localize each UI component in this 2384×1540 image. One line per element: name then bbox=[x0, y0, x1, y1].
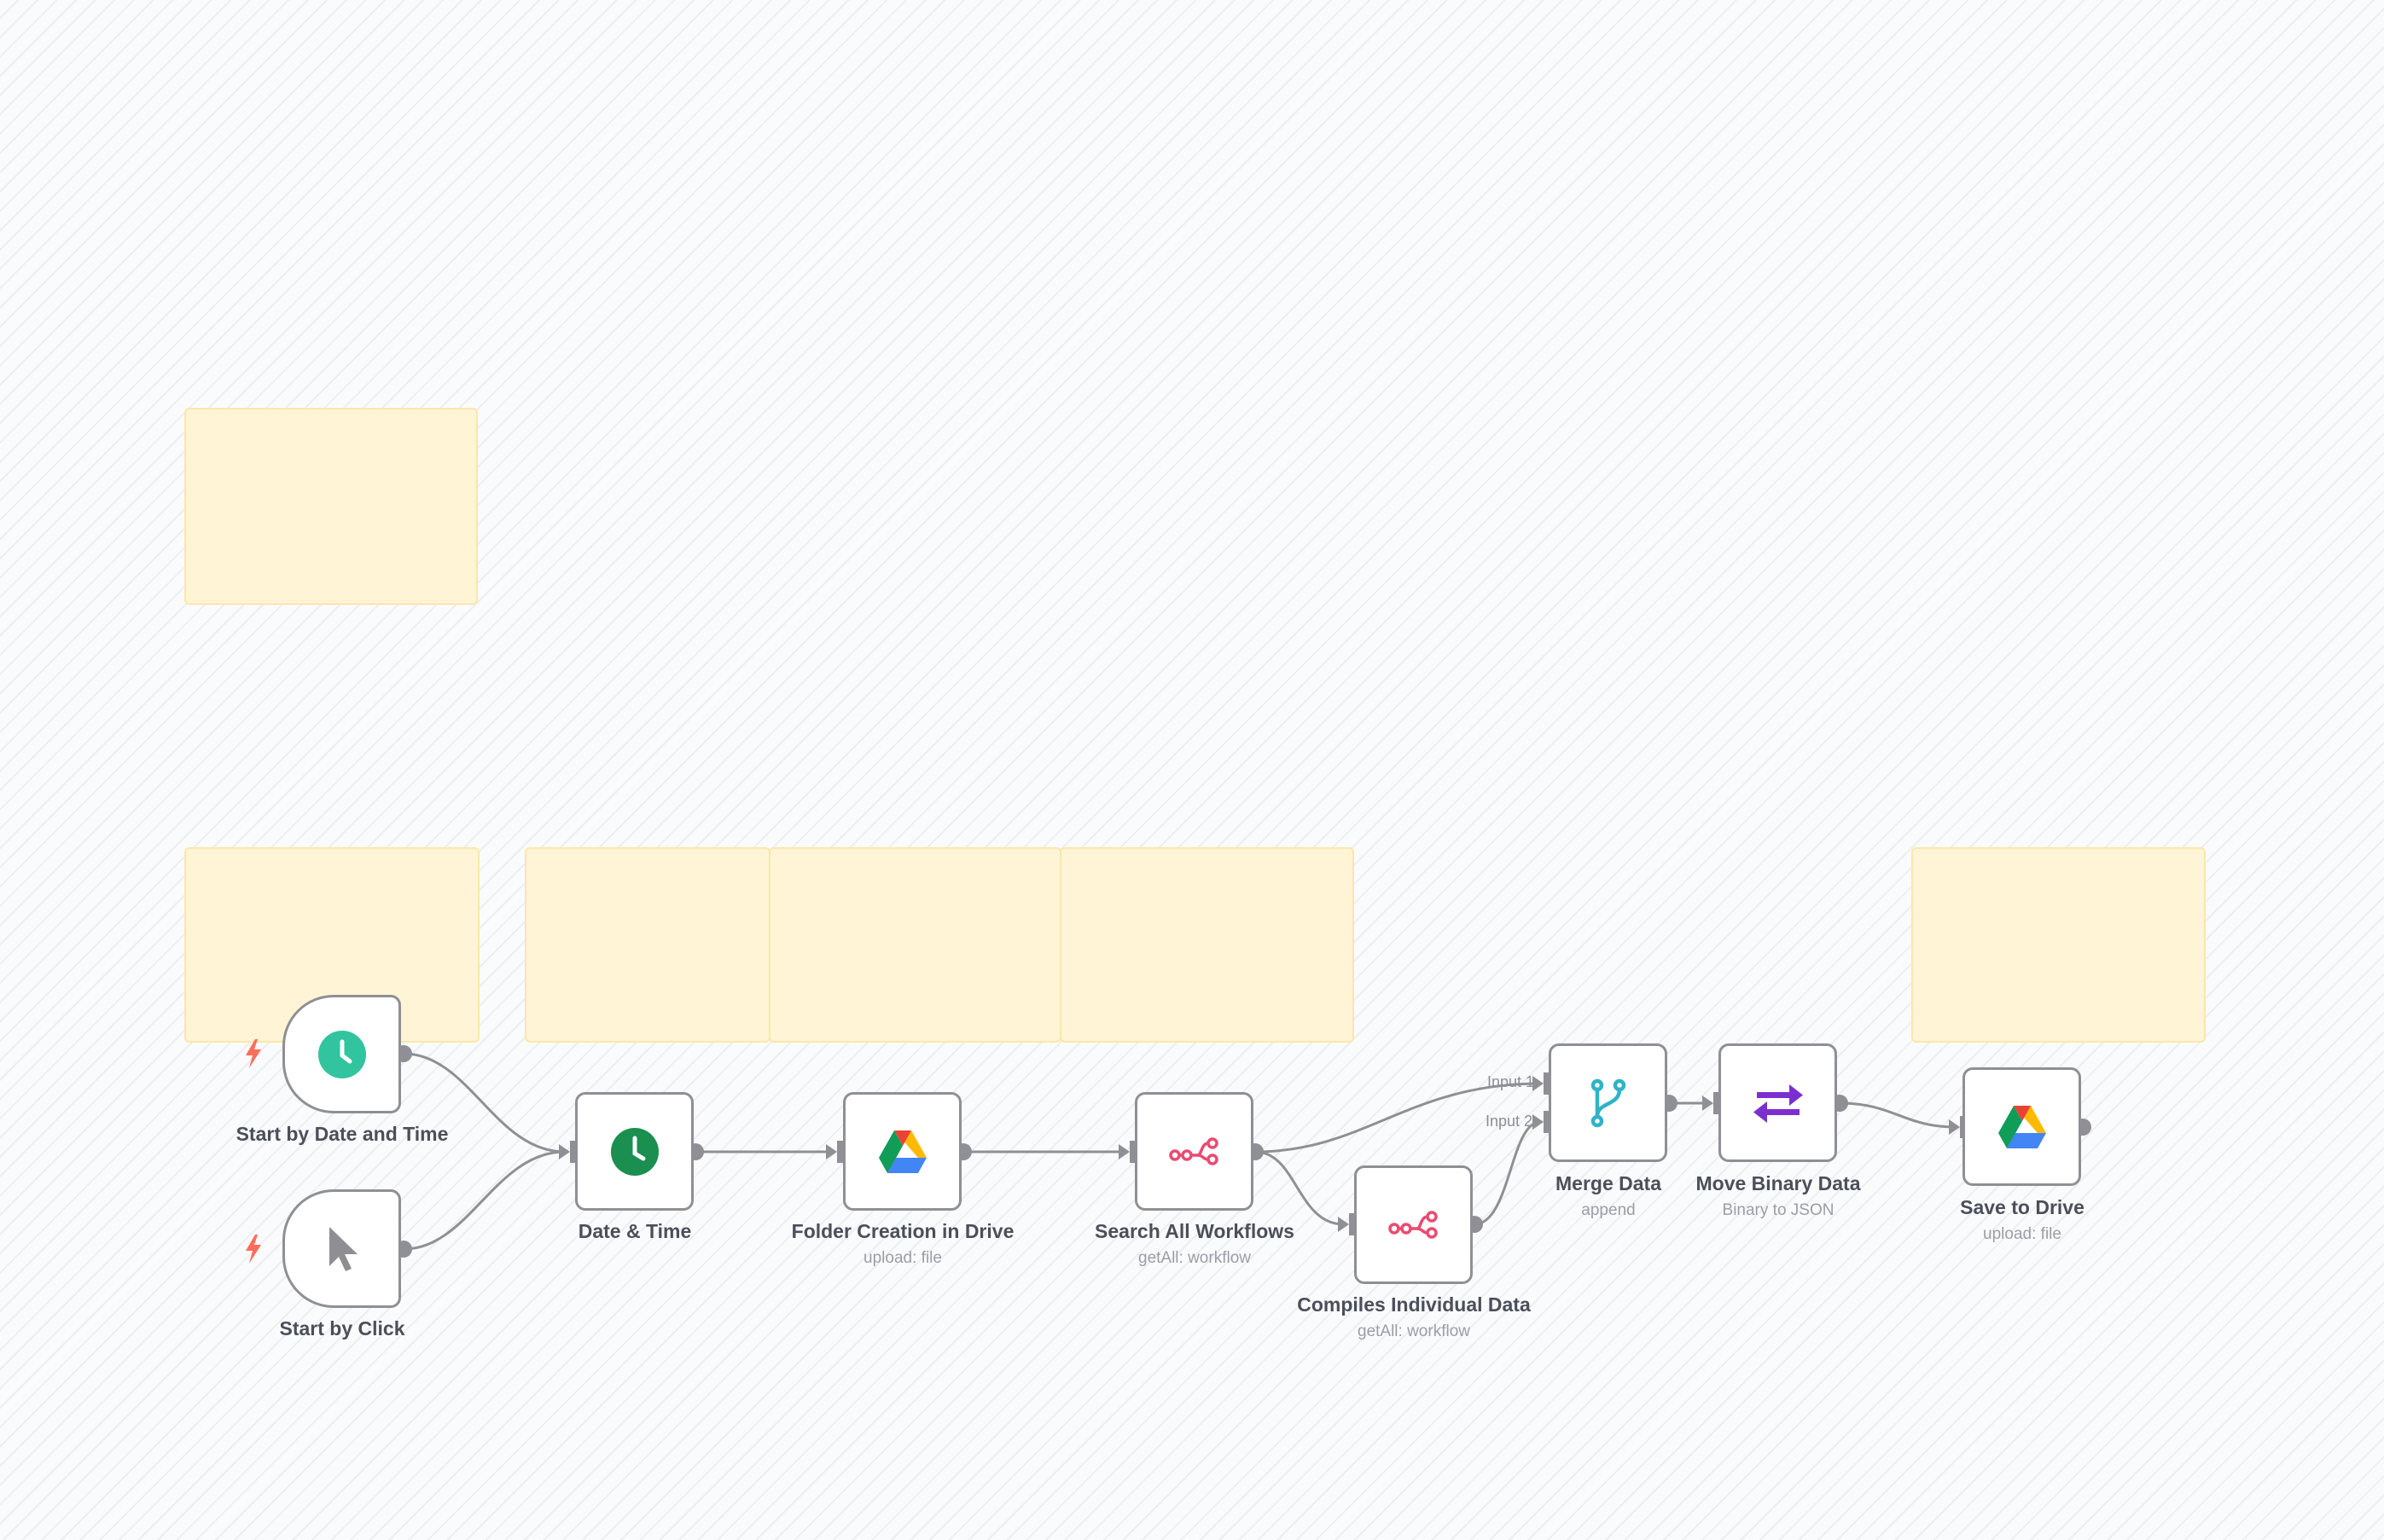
node-search-all-workflows[interactable] bbox=[1135, 1092, 1253, 1211]
merge-input-1-label: Input 1 bbox=[1486, 1073, 1534, 1090]
input-handle bbox=[1349, 1213, 1357, 1235]
node-save-to-drive[interactable] bbox=[1962, 1067, 2081, 1186]
arrow-head bbox=[826, 1144, 837, 1159]
arrow-head bbox=[1949, 1119, 1960, 1135]
google-drive-icon bbox=[878, 1130, 927, 1173]
node-compiles-individual-data[interactable] bbox=[1354, 1165, 1473, 1284]
node-title: Compiles Individual Data bbox=[1297, 1293, 1531, 1316]
node-title: Search All Workflows bbox=[1095, 1220, 1294, 1242]
arrow-head bbox=[1338, 1217, 1349, 1232]
node-subtitle: upload: file bbox=[863, 1249, 942, 1267]
input-handle bbox=[1544, 1072, 1551, 1095]
connection-edge bbox=[1254, 1082, 1541, 1154]
n8n-icon bbox=[1168, 1136, 1218, 1165]
trigger-bolt-icon bbox=[246, 1039, 261, 1068]
connection-edge bbox=[1474, 1120, 1541, 1226]
input-handle bbox=[837, 1141, 845, 1163]
sticky-note[interactable] bbox=[769, 847, 1061, 1043]
node-subtitle: upload: file bbox=[1983, 1225, 2061, 1243]
node-start-by-click[interactable] bbox=[282, 1189, 401, 1308]
connection-edge bbox=[1254, 1150, 1345, 1226]
google-drive-icon bbox=[1997, 1105, 2046, 1148]
node-start-by-date-and-time[interactable] bbox=[282, 995, 401, 1113]
sticky-note[interactable] bbox=[1060, 847, 1354, 1043]
node-title: Start by Date and Time bbox=[235, 1123, 449, 1145]
node-subtitle: Binary to JSON bbox=[1722, 1201, 1835, 1219]
sticky-note[interactable] bbox=[1911, 847, 2206, 1043]
node-title: Merge Data bbox=[1555, 1172, 1661, 1194]
arrow-head bbox=[1532, 1114, 1544, 1130]
node-title: Folder Creation in Drive bbox=[791, 1220, 1015, 1242]
clock-icon bbox=[610, 1127, 659, 1176]
input-handle bbox=[1130, 1141, 1137, 1163]
cursor-icon bbox=[329, 1226, 358, 1271]
input-handle bbox=[570, 1141, 578, 1163]
node-merge-data[interactable] bbox=[1549, 1043, 1667, 1162]
arrow-head bbox=[559, 1144, 570, 1159]
n8n-icon bbox=[1387, 1210, 1438, 1239]
sticky-note[interactable] bbox=[525, 847, 770, 1043]
connection-edge bbox=[1839, 1101, 1957, 1129]
merge-icon bbox=[1590, 1078, 1625, 1127]
input-handle bbox=[1713, 1092, 1721, 1114]
sticky-note[interactable] bbox=[184, 408, 478, 605]
node-subtitle: getAll: workflow bbox=[1358, 1322, 1470, 1340]
connection-edge bbox=[403, 1150, 566, 1251]
arrows-swap-icon bbox=[1753, 1084, 1803, 1123]
node-title: Move Binary Data bbox=[1695, 1172, 1861, 1194]
input-handle bbox=[1544, 1111, 1551, 1133]
arrow-head bbox=[1119, 1144, 1130, 1159]
node-subtitle: append bbox=[1581, 1201, 1636, 1219]
arrow-head bbox=[1532, 1076, 1544, 1091]
node-title: Date & Time bbox=[578, 1220, 692, 1242]
merge-input-2-label: Input 2 bbox=[1485, 1113, 1532, 1130]
node-move-binary-data[interactable] bbox=[1718, 1043, 1837, 1162]
clock-icon bbox=[317, 1030, 366, 1078]
node-title: Save to Drive bbox=[1960, 1196, 2085, 1218]
arrow-head bbox=[1702, 1095, 1713, 1111]
trigger-bolt-icon bbox=[246, 1235, 261, 1264]
node-date-time[interactable] bbox=[575, 1092, 694, 1211]
connection-edge bbox=[403, 1052, 566, 1154]
node-subtitle: getAll: workflow bbox=[1138, 1249, 1251, 1267]
node-title: Start by Click bbox=[279, 1317, 405, 1340]
node-folder-creation-in-drive[interactable] bbox=[843, 1092, 962, 1211]
